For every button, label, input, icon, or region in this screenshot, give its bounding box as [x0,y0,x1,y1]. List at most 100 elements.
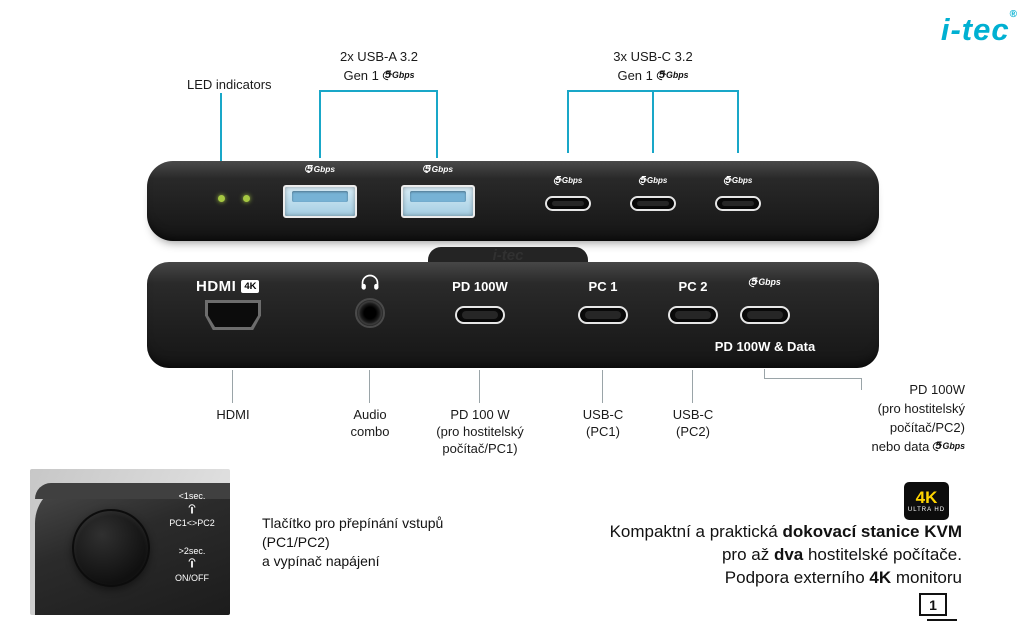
4k-ultra-hd-badge: 4K ULTRA HD [904,482,949,520]
pd-callout: PD 100 W (pro hostitelský počítač/PC1) [420,406,540,457]
pd-data-callout-line2: (pro hostitelský [877,401,965,416]
usb-a-tongue [410,191,466,202]
callout-line-pc2 [692,370,693,403]
headphones-icon [361,274,379,290]
hdmi-text: HDMI [196,278,237,295]
usbc-pc2-callout: USB-C (PC2) [663,406,723,440]
hdmi-callout: HDMI [216,407,250,422]
led-indicators-label: LED indicators [187,77,272,92]
short-press-label: <1sec. [178,491,206,501]
page-number-box: 1 [919,593,947,616]
usb-c-pc1-port [578,306,628,324]
usbc-gen1-text: Gen 1 [617,68,653,83]
audio-combo-jack [355,298,385,328]
tap-finger-icon [188,504,196,514]
audio-callout: Audio combo [340,406,400,440]
pc1-port-label: PC 1 [588,279,618,294]
led-indicator-2 [243,195,250,202]
audio-callout-line1: Audio [353,407,387,422]
usbc-pc1-callout-line1: USB-C [582,407,624,422]
marketing-line1: Kompaktní a praktická dokovací stanice K… [520,520,962,543]
pd-callout-line1: PD 100 W [450,407,510,422]
callout-line-pd [479,370,480,403]
usbc-pc1-callout-line2: (PC1) [586,424,620,439]
button-description: Tlačítko pro přepínání vstupů (PC1/PC2) … [262,514,443,571]
registered-mark: ® [1009,8,1018,20]
callout-drop-usbc-3 [737,90,739,153]
usb-c-pc2-port [668,306,718,324]
callout-drop-usbc-1 [567,90,569,153]
usbc-pc2-callout-line1: USB-C [672,407,714,422]
pd-data-label: PD 100W & Data [714,339,816,354]
marketing-line3-regular2: monitoru [891,568,962,587]
usba-group-label-line1: 2x USB-A 3.2 [339,49,419,64]
pd-data-callout-line1: PD 100W [909,382,965,397]
pd-callout-line2: (pro hostitelský [436,424,524,439]
usbc-group-label-line1: 3x USB-C 3.2 [613,49,693,64]
marketing-line3: Podpora externího 4K monitoru [520,566,962,589]
marketing-line2-bold: dva [773,545,804,564]
hdmi-port-inner [208,303,258,327]
usb-c-port-1 [545,196,591,211]
callout-line-pddata-v2 [861,378,862,390]
pd-callout-line3: počítač/PC1) [442,441,518,456]
dock-front-view [147,161,879,241]
marketing-line2-regular: pro až [721,545,774,564]
marketing-line2-regular2: hostitelské počítače. [803,545,962,564]
pc2-port-label: PC 2 [678,279,708,294]
ultra-hd-badge-text: ULTRA HD [907,507,946,513]
button-description-line3: a vypínač napájení [262,553,380,569]
usb-a-tongue [292,191,348,202]
usb-c-port-3 [715,196,761,211]
pd-data-callout-line3: počítač/PC2) [889,420,965,435]
itec-logo-text: i-tec [940,12,1010,47]
marketing-line2: pro až dva hostitelské počítače. [520,543,962,566]
usba-gen1-text: Gen 1 [343,68,379,83]
button-description-line1: Tlačítko pro přepínání vstupů [262,515,444,531]
callout-bracket-usba [320,90,438,92]
usbc-pc1-callout: USB-C (PC1) [573,406,633,440]
long-press-action-label: ON/OFF [175,573,209,583]
marketing-text: Kompaktní a praktická dokovací stanice K… [520,520,962,589]
hdmi-4k-badge: 4K [241,280,260,293]
page-number-underline [927,619,957,621]
kvm-button-photo: <1sec. PC1<>PC2 >2sec. ON/OFF [30,469,230,615]
itec-logo: i-tec® [896,8,1018,48]
4k-badge-text: 4K [915,488,938,507]
usb-c-port-2 [630,196,676,211]
hdmi-port-label: HDMI 4K [196,278,260,295]
callout-line-pddata-v1 [764,369,765,379]
callout-line-hdmi [232,370,233,403]
callout-drop-usba-1 [319,90,321,158]
callout-line-pc1 [602,370,603,403]
callout-drop-usbc-2 [652,90,654,153]
pd-data-callout: PD 100W (pro hostitelský počítač/PC2) ne… [823,380,965,456]
callout-line-audio [369,370,370,403]
marketing-line1-regular: Kompaktní a praktická [609,522,783,541]
usb-a-port-2 [401,185,475,218]
callout-line-pddata-h [764,378,862,379]
marketing-line3-bold: 4K [869,568,892,587]
usb-a-port-1 [283,185,357,218]
tap-finger-icon [188,558,196,568]
callout-line-led [220,93,222,186]
